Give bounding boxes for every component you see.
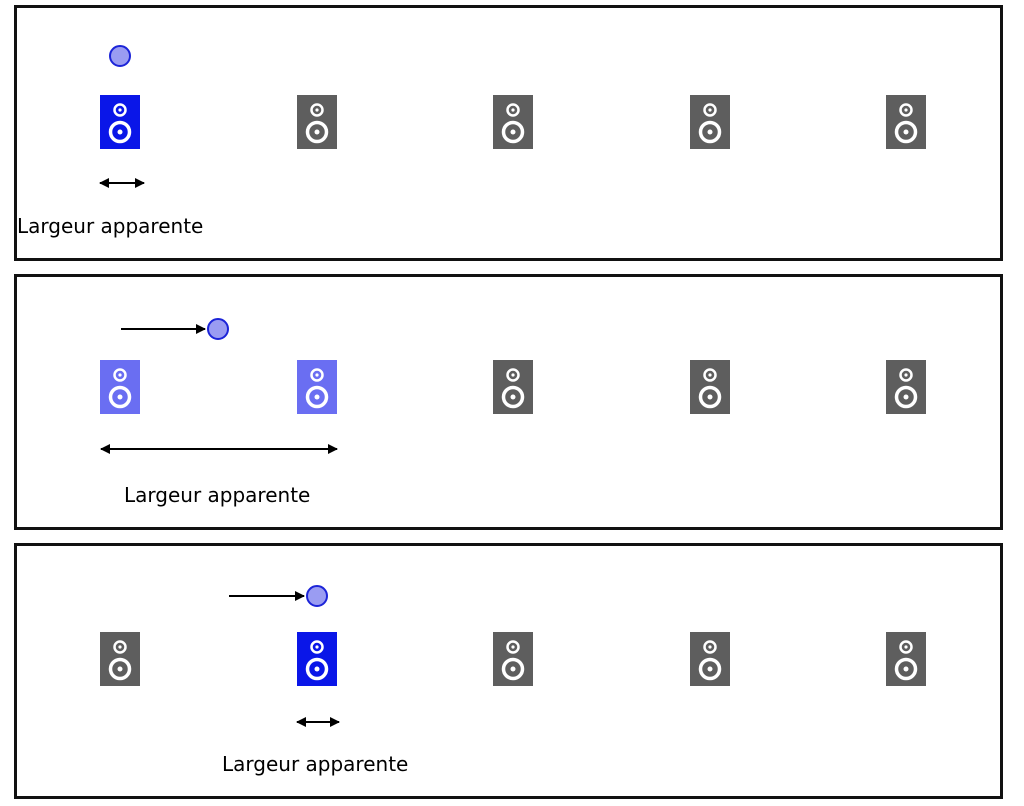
speaker-icon — [886, 360, 926, 414]
speaker-icon — [100, 360, 140, 414]
width-label: Largeur apparente — [222, 752, 409, 776]
speaker-icon — [690, 632, 730, 686]
speaker-icon — [493, 360, 533, 414]
width-label: Largeur apparente — [17, 214, 204, 238]
speaker-icon — [493, 95, 533, 149]
sound-source-icon — [207, 318, 229, 340]
speaker-icon — [690, 360, 730, 414]
panel-2-diagram — [100, 318, 926, 454]
sound-source-icon — [306, 585, 328, 607]
panel-1: Largeur apparente — [14, 5, 1003, 261]
speaker-icon — [493, 632, 533, 686]
speaker-icon — [886, 95, 926, 149]
panel-3-diagram — [100, 585, 926, 727]
speaker-icon — [297, 632, 337, 686]
panel-2: Largeur apparente — [14, 274, 1003, 530]
speaker-icon — [886, 632, 926, 686]
width-label: Largeur apparente — [124, 483, 311, 507]
panel-3: Largeur apparente — [14, 543, 1003, 799]
speaker-icon — [297, 95, 337, 149]
sound-source-icon — [109, 45, 131, 67]
speaker-icon — [100, 95, 140, 149]
panel-1-diagram — [99, 45, 926, 188]
speaker-icon — [297, 360, 337, 414]
speaker-icon — [690, 95, 730, 149]
speaker-icon — [100, 632, 140, 686]
